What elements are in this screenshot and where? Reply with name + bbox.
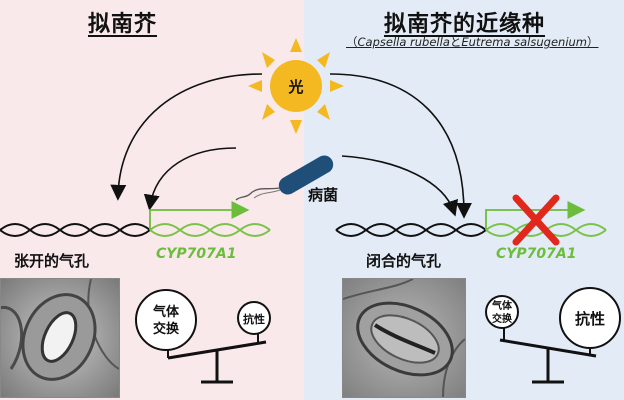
left-gas-line1: 气体 [153, 304, 180, 320]
gas-exchange-circle-right [485, 295, 519, 329]
sun-label: 光 [287, 78, 303, 96]
pathogen-label: 病菌 [308, 186, 338, 204]
left-gas-line2: 交换 [153, 321, 180, 337]
pathogen-arrow-left [143, 147, 237, 211]
sun-icon [248, 38, 344, 134]
right-resistance-text: 抗性 [575, 310, 605, 328]
right-subtitle: （Capsella rubellaとEutrema salsugenium） [346, 35, 599, 49]
gene-arrow-left [149, 201, 250, 230]
gas-exchange-circle-left [135, 289, 197, 351]
resistance-circle-right [559, 287, 621, 349]
open-stomata-image [0, 278, 120, 398]
pathogen-icon [235, 155, 334, 201]
resistance-circle-left [237, 301, 271, 335]
right-gas-line1: 气体 [491, 299, 513, 312]
right-gas-line2: 交换 [492, 312, 513, 325]
right-title: 拟南芥的近缘种 [384, 12, 546, 37]
left-title: 拟南芥 [88, 12, 158, 37]
light-arrow-left [110, 73, 263, 201]
dna-icon [0, 223, 271, 237]
balance-icon [135, 289, 271, 384]
left-resistance-text: 抗性 [243, 312, 265, 326]
right-stomata-label: 闭合的气孔 [366, 252, 442, 270]
balance-icon [485, 287, 621, 384]
left-stomata-label: 张开的气孔 [14, 252, 90, 270]
dna-icon [335, 223, 607, 237]
light-arrow-right [329, 73, 472, 219]
closed-stomata-image [342, 278, 466, 398]
cross-icon [512, 194, 560, 246]
left-gene-label: CYP707A1 [156, 246, 237, 262]
right-gene-label: CYP707A1 [496, 246, 577, 262]
pathogen-arrow-right [341, 155, 459, 217]
